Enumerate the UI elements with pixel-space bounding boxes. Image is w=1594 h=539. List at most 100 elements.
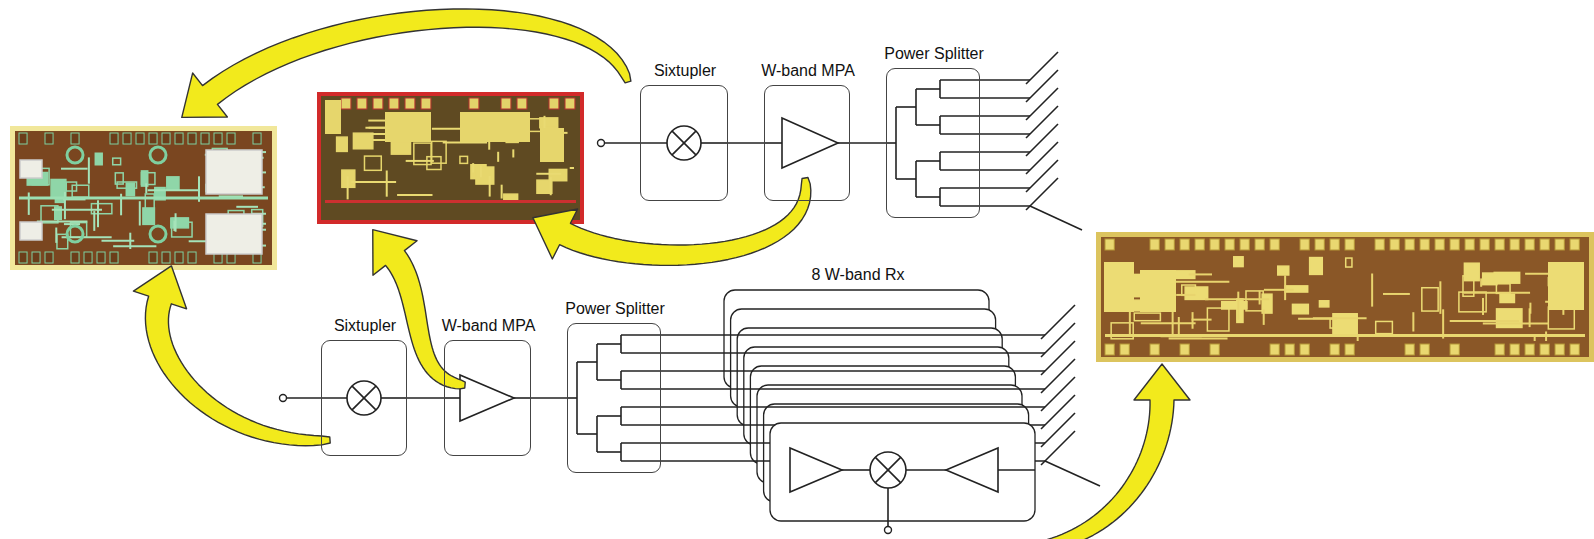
capacitor-pad <box>206 214 262 254</box>
metal-block <box>41 206 58 223</box>
bond-pad <box>1330 344 1339 355</box>
metal-block <box>143 208 155 224</box>
splitter-line <box>596 344 598 380</box>
bond-pad <box>110 133 118 144</box>
splitter-line <box>915 89 917 125</box>
transmission-line <box>148 189 199 191</box>
connector <box>728 142 764 144</box>
metal-block <box>1333 314 1357 335</box>
splitter-line <box>724 334 1045 336</box>
metal-block <box>353 133 372 149</box>
splitter-line <box>621 388 1045 390</box>
splitter-line <box>620 371 622 389</box>
bond-pad <box>341 98 351 109</box>
splitter-line <box>576 362 578 434</box>
bond-pad <box>1420 344 1429 355</box>
splitter-line <box>939 116 941 134</box>
bond-pad <box>1345 344 1354 355</box>
capacitor-pad <box>325 100 341 134</box>
callout-arrows <box>133 9 1190 539</box>
splitter-line <box>620 407 622 425</box>
chip-substrate <box>321 96 580 220</box>
bond-pad <box>1480 239 1489 250</box>
transmission-line <box>1192 319 1212 321</box>
rf-line <box>19 197 268 200</box>
splitter-line <box>940 205 1030 207</box>
bond-pad <box>1495 344 1504 355</box>
wire <box>764 142 782 144</box>
transmission-line <box>97 200 99 227</box>
antenna-element <box>1026 178 1058 210</box>
metal-block <box>1422 288 1438 311</box>
bond-pad <box>45 252 53 263</box>
metal-block <box>1319 301 1328 307</box>
bond-pad <box>188 252 196 263</box>
transmission-line <box>1480 278 1482 286</box>
antenna-element <box>1041 359 1075 393</box>
metal-block <box>1278 266 1289 275</box>
capacitor-pad <box>460 112 530 142</box>
transmission-line <box>1529 308 1531 327</box>
bond-pad <box>373 98 383 109</box>
block-label: 8 W-band Rx <box>811 266 904 284</box>
amplifier-symbol <box>946 448 998 492</box>
chip-photo <box>10 126 277 270</box>
wire <box>701 142 728 144</box>
mixer-cross <box>352 386 376 410</box>
metal-block <box>1182 285 1196 295</box>
bond-pad <box>1345 239 1354 250</box>
splitter-line <box>940 151 1030 153</box>
metal-block <box>66 182 76 191</box>
antenna-element <box>1041 377 1075 411</box>
splitter-line <box>940 187 1030 189</box>
bond-pad <box>1510 344 1519 355</box>
splitter-line <box>940 169 1030 171</box>
bond-pad <box>1180 239 1189 250</box>
bond-pad <box>1555 239 1564 250</box>
metal-block <box>115 173 123 184</box>
metal-block <box>1500 294 1514 302</box>
mixer-cross <box>352 386 376 410</box>
bond-pad <box>1495 239 1504 250</box>
splitter-line <box>577 433 597 435</box>
wire <box>287 397 347 399</box>
bond-pad <box>1540 344 1549 355</box>
splitter-line <box>621 334 661 336</box>
callout-arrow <box>1030 364 1190 539</box>
metal-block <box>1310 258 1323 275</box>
mixer-cross <box>875 457 900 482</box>
transmission-line <box>1169 338 1228 340</box>
transmission-line <box>406 160 434 162</box>
metal-block <box>167 177 179 189</box>
connector <box>407 397 444 399</box>
bond-pad <box>97 252 105 263</box>
capacitor-pad <box>20 222 42 240</box>
transmission-line <box>102 240 135 242</box>
bond-pad <box>1315 239 1324 250</box>
capacitor-pad <box>1548 262 1584 310</box>
bond-pad <box>1390 239 1399 250</box>
transmission-line <box>1129 312 1131 334</box>
bond-pad <box>175 252 183 263</box>
bond-pad <box>175 133 183 144</box>
bond-pad <box>357 98 367 109</box>
splitter-line <box>940 115 1030 117</box>
metal-block <box>537 180 552 193</box>
transmission-line <box>368 120 386 122</box>
transmission-line <box>550 177 552 195</box>
block-label: W-band MPA <box>442 317 536 335</box>
bond-pad <box>71 133 79 144</box>
splitter-line <box>620 443 622 461</box>
block-label: Sixtupler <box>654 62 716 80</box>
transmission-line <box>1298 318 1337 320</box>
metal-block <box>1494 272 1519 283</box>
transmission-line <box>472 163 474 172</box>
mixer-cross <box>875 457 900 482</box>
antenna-element <box>1026 106 1058 138</box>
splitter-line <box>621 406 1045 408</box>
capacitor-pad <box>540 128 564 162</box>
bond-pad <box>1285 344 1294 355</box>
bond-pad <box>201 133 209 144</box>
